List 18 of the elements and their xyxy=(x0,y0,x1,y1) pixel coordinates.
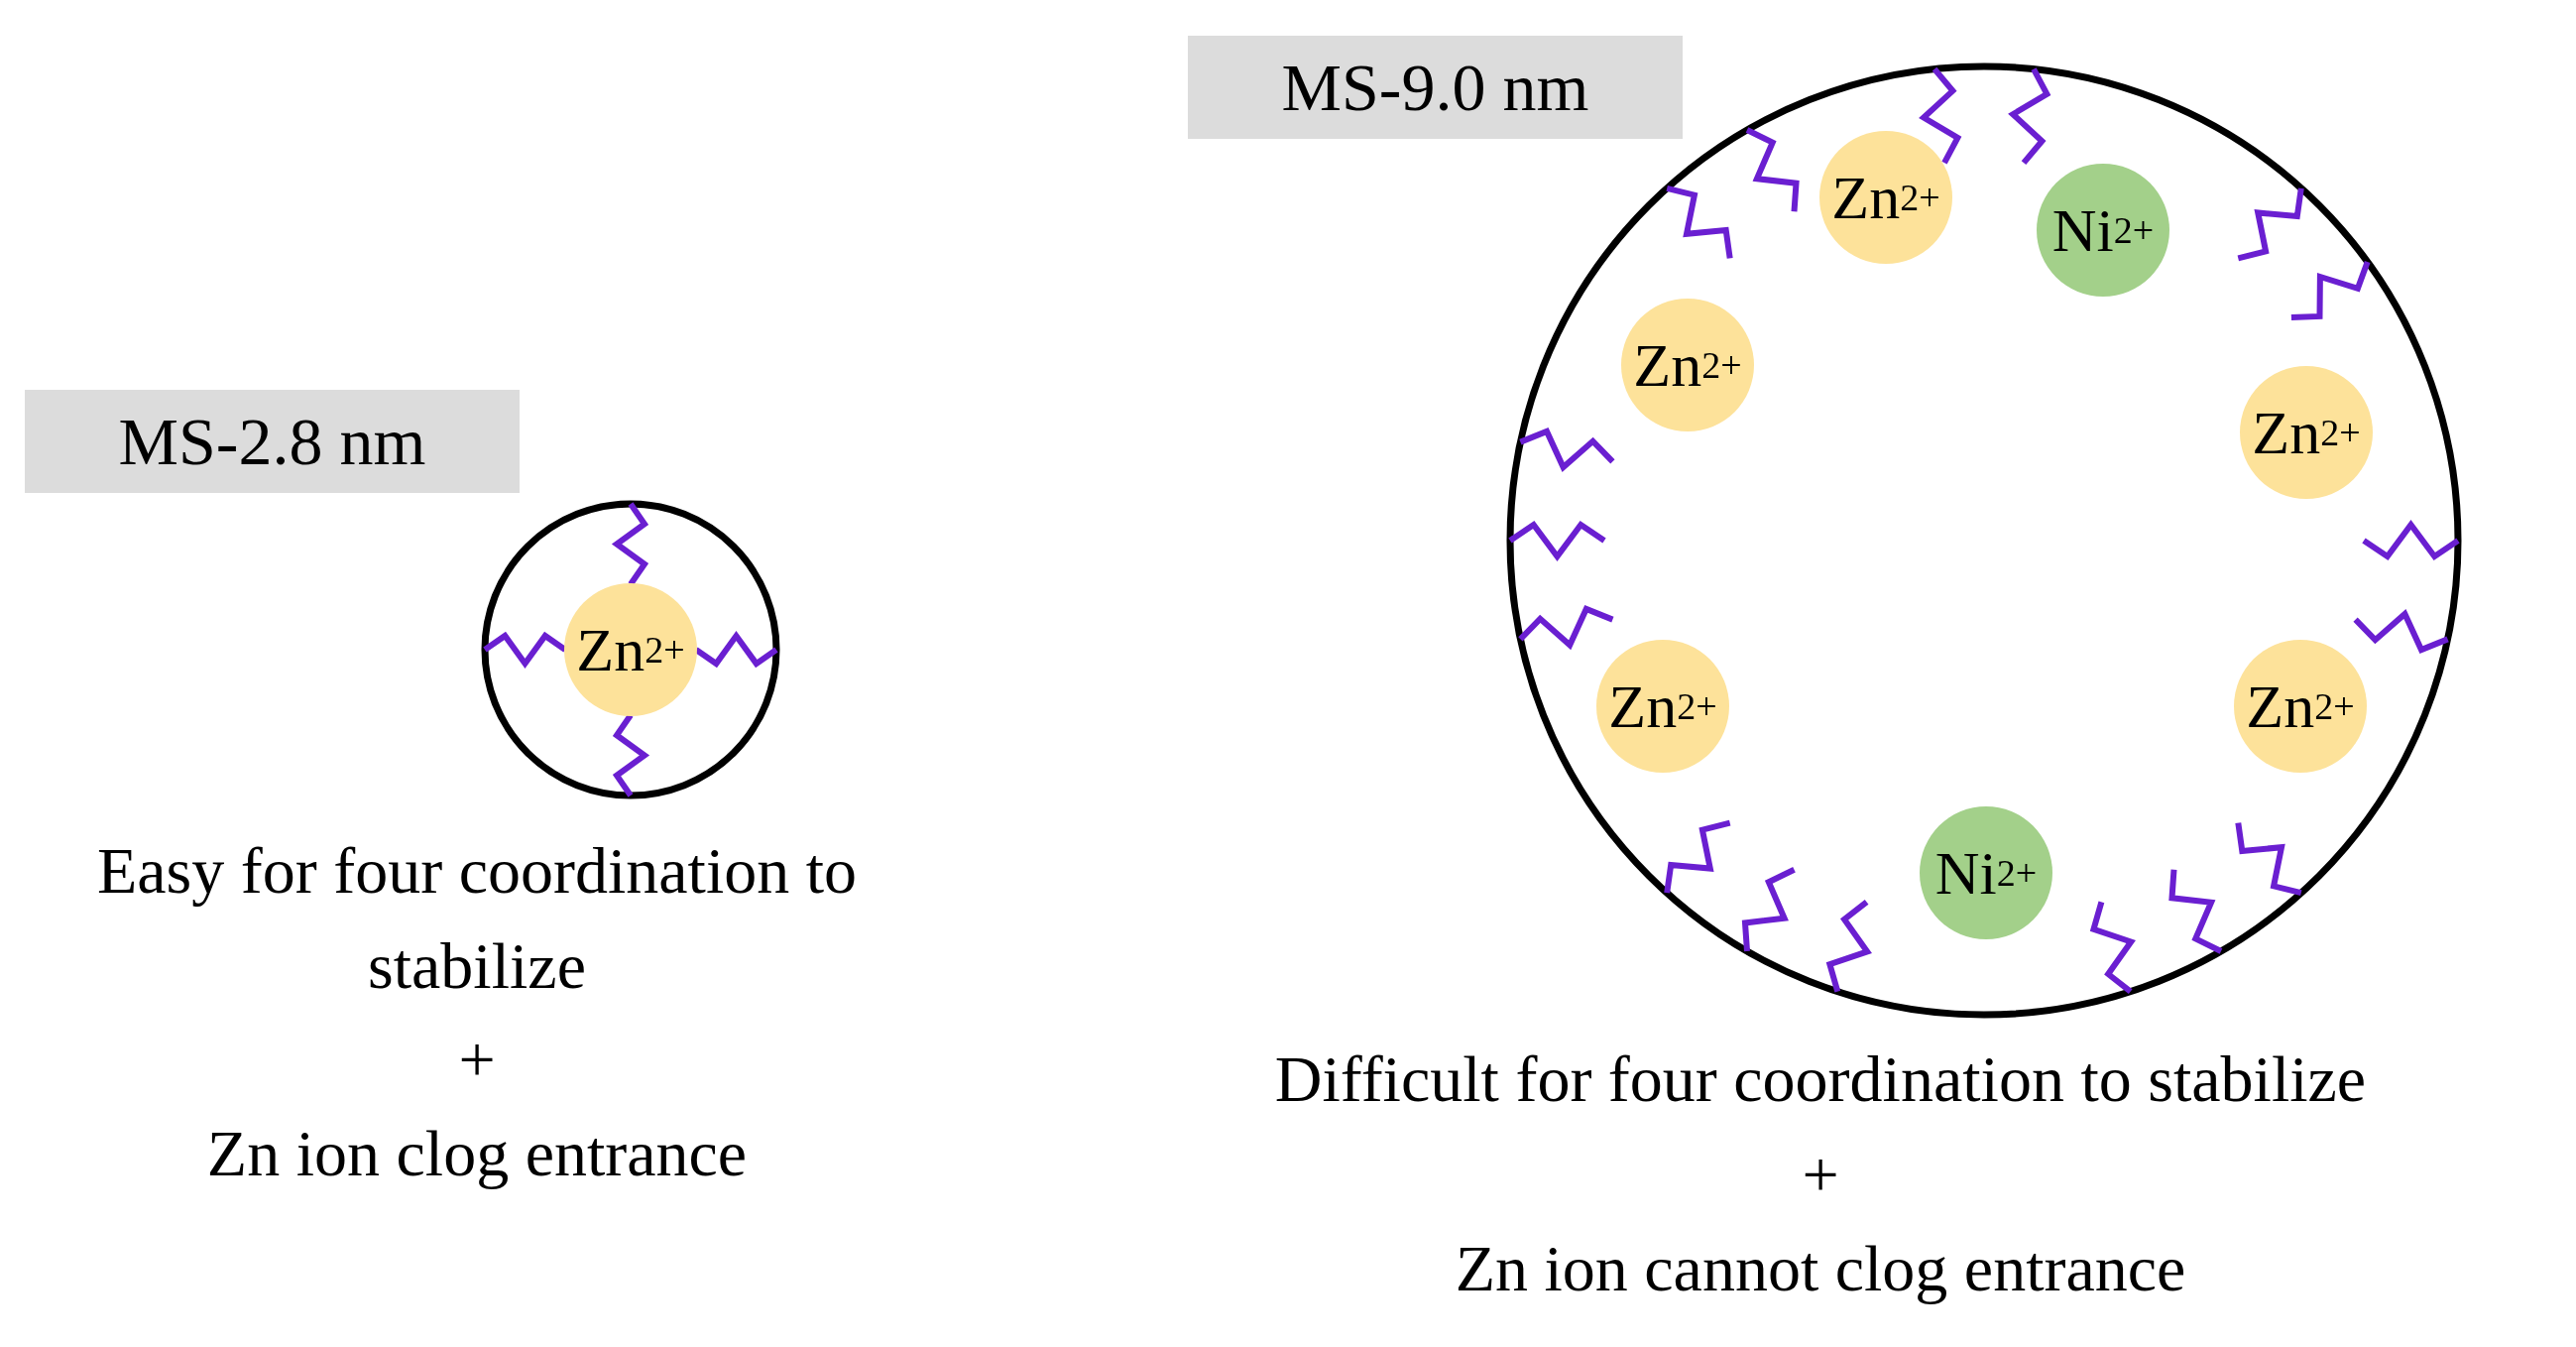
ion-circle: Zn$^{2+}$ xyxy=(564,583,697,716)
ion-circle: Zn$^{2+}$ xyxy=(2234,640,2367,773)
ion-circle: Ni$^{2+}$ xyxy=(1920,806,2052,939)
caption-text: Zn ion cannot clog entrance xyxy=(1454,1231,2187,1306)
caption-text: + xyxy=(1801,1137,1840,1212)
ion-circle: Zn$^{2+}$ xyxy=(1819,131,1952,264)
pore-circle xyxy=(481,500,780,799)
caption-text: Easy for four coordination to stabilize xyxy=(95,833,859,1004)
pore-size-label: MS-9.0 nm xyxy=(1188,36,1683,139)
ion-circle: Ni$^{2+}$ xyxy=(2037,164,2169,297)
caption-text: + xyxy=(457,1022,497,1097)
ion-circle: Zn$^{2+}$ xyxy=(1621,299,1754,431)
ion-circle: Zn$^{2+}$ xyxy=(1596,640,1729,773)
pore-size-label: MS-2.8 nm xyxy=(25,390,520,493)
ion-circle: Zn$^{2+}$ xyxy=(2240,366,2373,499)
caption-text: Difficult for four coordination to stabilize xyxy=(1273,1041,2368,1117)
pore-circle xyxy=(1506,62,2462,1019)
caption-text: Zn ion clog entrance xyxy=(205,1116,749,1191)
